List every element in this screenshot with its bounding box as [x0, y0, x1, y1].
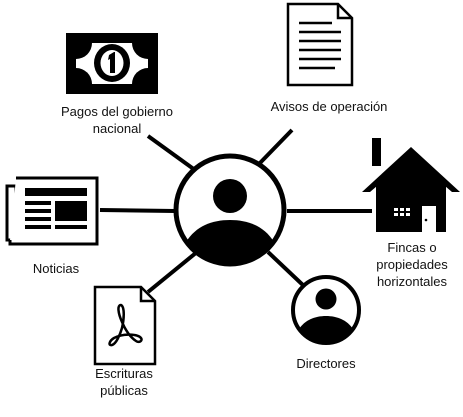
label-pagos-line2: nacional: [93, 121, 142, 136]
central-person-body: [186, 220, 274, 265]
label-fincas-line2: propiedades: [376, 257, 448, 272]
newspaper-icon: [5, 176, 99, 246]
person-icon: [291, 275, 361, 345]
node-avisos: Avisos de operación: [271, 2, 388, 114]
connector-directores: [266, 250, 307, 289]
node-directores: Directores: [291, 275, 361, 371]
connector-lines: [99, 128, 372, 294]
connector-escrituras: [146, 250, 199, 294]
house-icon: [362, 138, 460, 232]
node-noticias: Noticias: [5, 176, 99, 276]
banknote-icon: [66, 33, 158, 94]
label-escrituras-line1: Escrituras: [95, 366, 153, 381]
document-icon: [286, 2, 354, 87]
label-directores: Directores: [296, 356, 356, 371]
connector-pagos: [146, 134, 197, 172]
node-pagos: Pagos del gobierno nacional: [61, 33, 173, 136]
pdf-file-icon: [93, 285, 157, 366]
node-fincas: Fincas o propiedades horizontales: [362, 138, 460, 289]
label-noticias: Noticias: [33, 261, 80, 276]
label-fincas-line3: horizontales: [377, 274, 448, 289]
label-pagos-line1: Pagos del gobierno: [61, 104, 173, 119]
label-avisos: Avisos de operación: [271, 99, 388, 114]
central-node: [173, 153, 287, 267]
node-escrituras: Escrituras públicas: [93, 285, 157, 398]
central-person-head: [213, 179, 247, 213]
connector-avisos: [256, 128, 294, 167]
label-escrituras-line2: públicas: [100, 383, 148, 398]
connector-noticias: [99, 208, 176, 213]
label-fincas-line1: Fincas o: [387, 240, 436, 255]
